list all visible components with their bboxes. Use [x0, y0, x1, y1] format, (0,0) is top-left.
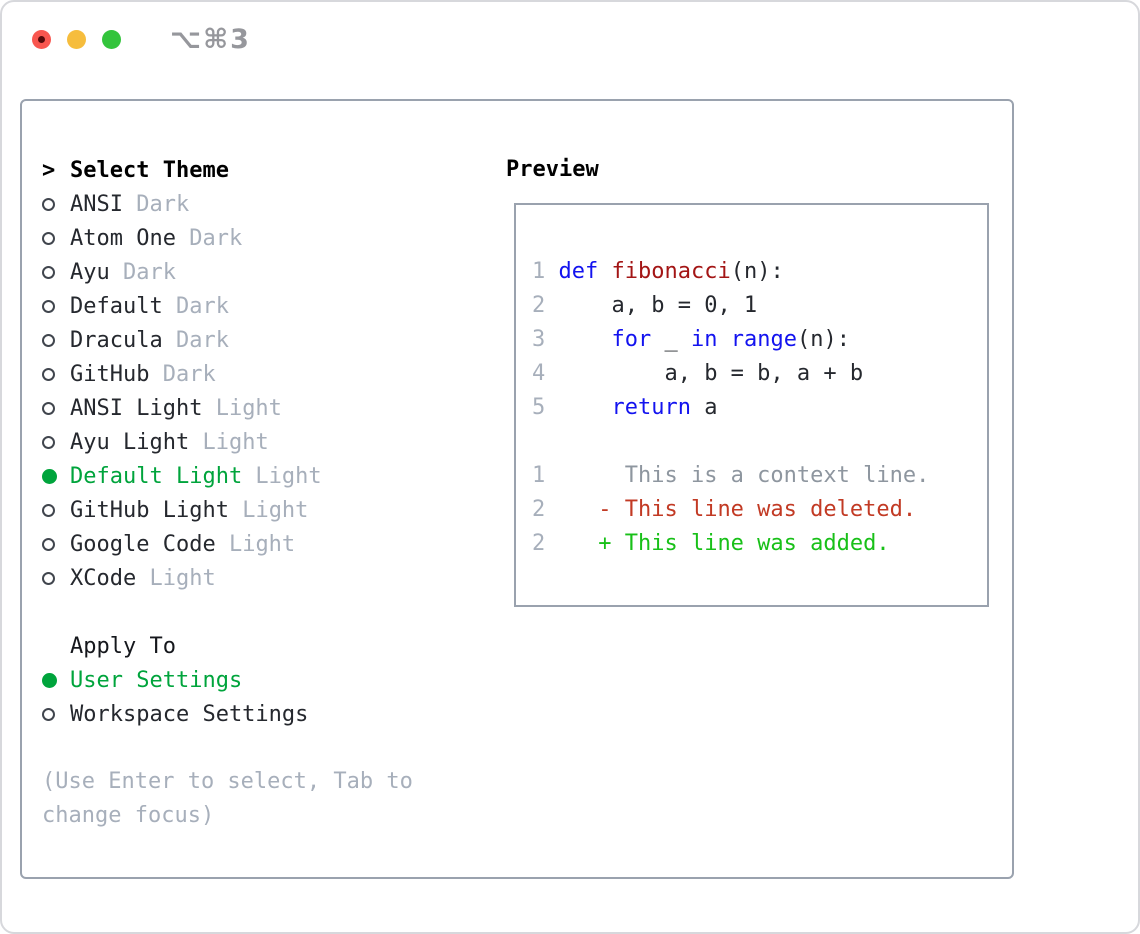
- option-label: Default: [70, 293, 163, 319]
- theme-option[interactable]: ANSI Light Light: [42, 391, 482, 425]
- unsaved-dot-icon: [38, 36, 45, 43]
- option-label: User Settings: [70, 667, 243, 693]
- theme-variant-label: Light: [136, 565, 216, 591]
- preview-header: Preview: [506, 157, 599, 182]
- code-line: [532, 425, 987, 459]
- theme-variant-label: Light: [202, 395, 282, 421]
- option-label: Default Light: [70, 463, 243, 489]
- apply-to-header: Apply To: [70, 633, 176, 659]
- theme-option[interactable]: Google Code Light: [42, 527, 482, 561]
- option-label: ANSI Light: [70, 395, 203, 421]
- option-label: Ayu: [70, 259, 110, 285]
- minimize-button[interactable]: [67, 30, 86, 49]
- theme-option[interactable]: Ayu Dark: [42, 255, 482, 289]
- apply-option[interactable]: Workspace Settings: [42, 697, 482, 731]
- theme-variant-label: Light: [242, 463, 322, 489]
- preview-pane: 1 def fibonacci(n): 2 a, b = 0, 1 3 for _ …: [514, 203, 989, 607]
- line-number: [532, 429, 559, 454]
- theme-variant-label: Dark: [109, 259, 176, 285]
- zoom-button[interactable]: [102, 30, 121, 49]
- radio-icon: [42, 468, 70, 484]
- radio-icon: [42, 367, 70, 381]
- theme-variant-label: Dark: [149, 361, 216, 387]
- option-label: GitHub Light: [70, 497, 229, 523]
- theme-option[interactable]: GitHub Dark: [42, 357, 482, 391]
- line-number: 3: [532, 327, 559, 352]
- code-line: 1 This is a context line.: [532, 463, 930, 488]
- radio-icon: [42, 299, 70, 313]
- theme-option[interactable]: Ayu Light Light: [42, 425, 482, 459]
- theme-variant-label: Dark: [122, 191, 190, 217]
- code-line: 1 def fibonacci(n):: [532, 259, 784, 284]
- code-line: 2 - This line was deleted.: [532, 497, 917, 522]
- theme-option[interactable]: Atom One Dark: [42, 221, 482, 255]
- code-line: 2 + This line was added.: [532, 531, 890, 556]
- theme-variant-label: Light: [215, 531, 296, 557]
- code-lines: 1 def fibonacci(n): 2 a, b = 0, 1 3 for _ …: [532, 255, 987, 561]
- theme-variant-label: Light: [189, 429, 269, 455]
- option-label: Google Code: [70, 531, 216, 557]
- theme-variant-label: Dark: [162, 327, 229, 353]
- theme-option[interactable]: XCode Light: [42, 561, 482, 595]
- theme-option[interactable]: Default Dark: [42, 289, 482, 323]
- theme-option[interactable]: Dracula Dark: [42, 323, 482, 357]
- radio-icon: [42, 265, 70, 279]
- theme-variant-label: Dark: [175, 225, 243, 251]
- line-number: 2: [532, 497, 559, 522]
- radio-icon: [42, 503, 70, 517]
- line-number: 5: [532, 395, 559, 420]
- line-number: 1: [532, 463, 559, 488]
- radio-icon: [42, 197, 70, 211]
- radio-icon: [42, 672, 70, 688]
- option-label: Ayu Light: [70, 429, 190, 455]
- radio-icon: [42, 231, 70, 245]
- line-number: 2: [532, 531, 559, 556]
- keyboard-hint: (Use Enter to select, Tab to change focu…: [42, 769, 413, 828]
- radio-icon: [42, 435, 70, 449]
- code-line: 5 return a: [532, 395, 718, 420]
- radio-icon: [42, 333, 70, 347]
- window-title: ⌥⌘3: [170, 24, 251, 55]
- option-label: ANSI: [70, 191, 123, 217]
- close-button[interactable]: [32, 30, 51, 49]
- code-line: 2 a, b = 0, 1: [532, 293, 758, 318]
- apply-option[interactable]: User Settings: [42, 663, 482, 697]
- title-bar: ⌥⌘3: [2, 2, 1138, 77]
- select-theme-header: Select Theme: [70, 157, 229, 183]
- theme-variant-label: Light: [228, 497, 309, 523]
- radio-icon: [42, 571, 70, 585]
- line-number: 1: [532, 259, 559, 284]
- option-label: XCode: [70, 565, 137, 591]
- line-number: 2: [532, 293, 559, 318]
- code-line: 4 a, b = b, a + b: [532, 361, 864, 386]
- select-theme-header-row: > Select Theme: [42, 153, 482, 187]
- radio-icon: [42, 401, 70, 415]
- option-label: Atom One: [70, 225, 176, 251]
- theme-option[interactable]: ANSI Dark: [42, 187, 482, 221]
- option-label: Dracula: [70, 327, 163, 353]
- option-label: Workspace Settings: [70, 701, 309, 727]
- radio-icon: [42, 537, 70, 551]
- theme-variant-label: Dark: [162, 293, 229, 319]
- option-label: GitHub: [70, 361, 150, 387]
- theme-option[interactable]: Default Light Light: [42, 459, 482, 493]
- theme-option[interactable]: GitHub Light Light: [42, 493, 482, 527]
- code-line: 3 for _ in range(n):: [532, 327, 850, 352]
- focus-prompt-icon: >: [42, 157, 56, 183]
- line-number: 4: [532, 361, 559, 386]
- radio-icon: [42, 707, 70, 721]
